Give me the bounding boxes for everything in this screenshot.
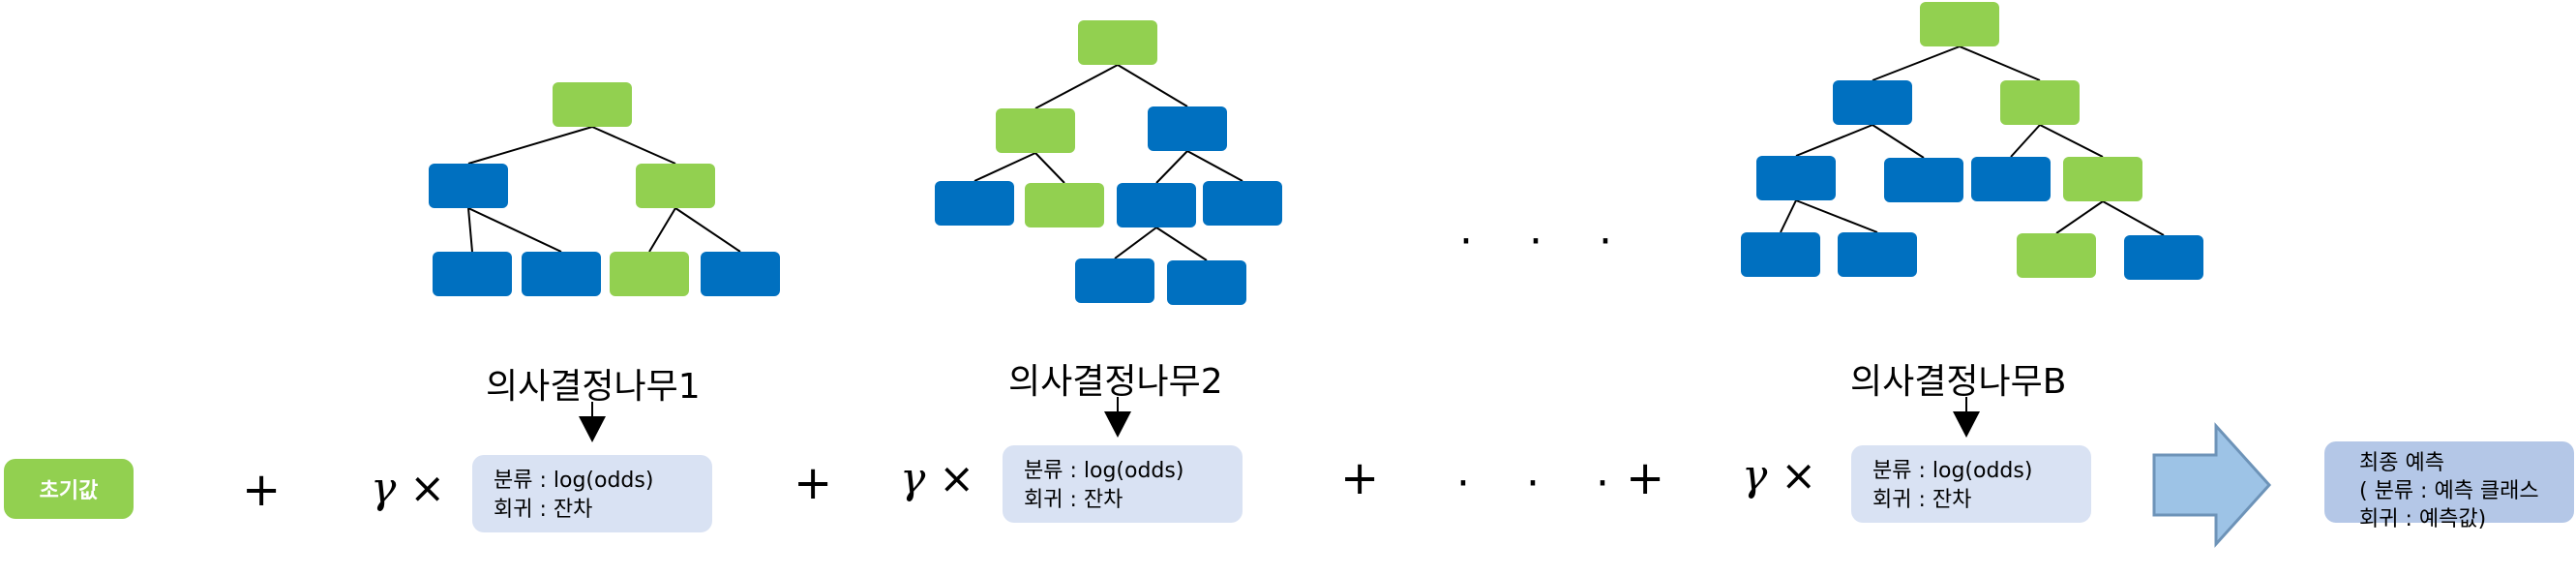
info-box-3: 분류 : log(odds) 회귀 : 잔차 [1851,445,2091,523]
tree-2-blue-node [1075,258,1154,303]
tree-1-edge [591,126,676,165]
down-arrow-3 [1953,397,1980,438]
initial-value-box: 초기값 [4,459,134,519]
plus-sign-1: + [242,463,282,517]
tree-2-edge [1114,227,1157,259]
tree-3-green-node [2000,80,2080,125]
tree-3-blue-node [1833,80,1912,125]
tree-3-green-node [2063,157,2142,201]
tree-2-edge [1155,150,1188,184]
gamma-symbol: γ [1742,451,1768,500]
tree-3-blue-node [1741,232,1820,277]
tree-3-blue-node [1971,157,2051,201]
tree-3-green-node [2017,233,2096,278]
info-box-1: 분류 : log(odds) 회귀 : 잔차 [472,455,712,532]
tree-1-edge [467,207,562,253]
tree-3-blue-node [1756,156,1836,200]
tree-2-blue-node [1203,181,1282,226]
final-line-1: ( 분류 : 예측 클래스 [2359,479,2539,503]
tree-3-green-node [1920,2,1999,46]
tree-3-edge [1872,45,1961,81]
info-regression: 회귀 : 잔차 [1872,488,1972,512]
tree-1-green-node [553,82,632,127]
info-regression: 회귀 : 잔차 [1024,488,1123,512]
final-prediction-box: 최종 예측 ( 분류 : 예측 클래스 회귀 : 예측값) [2324,441,2574,531]
info-classification: 분류 : log(odds) [1024,459,1184,483]
tree-3-edge [2055,200,2104,234]
times-symbol: × [409,464,446,513]
tree-1-blue-node [429,164,508,208]
tree-3-blue-node [1838,232,1917,277]
times-symbol: × [939,454,975,503]
ellipsis-formula: · · · [1456,459,1631,508]
info-regression: 회귀 : 잔차 [494,498,593,522]
tree-3-edge [1780,199,1797,233]
tree-1-edge [674,207,741,253]
tree-2-edge [1034,152,1065,184]
tree-2-edge [1117,64,1188,107]
tree-3-edge [1872,124,1925,159]
tree-3-edge [2010,124,2041,158]
info-classification: 분류 : log(odds) [494,469,654,493]
info-classification: 분류 : log(odds) [1872,459,2033,483]
initial-value-label: 초기값 [39,479,99,503]
tree-2-green-node [996,108,1075,153]
tree-1-blue-node [701,252,780,296]
tree-label-1: 의사결정나무1 [486,367,701,407]
tree-3-edge [2039,124,2104,158]
gamma-times-3: γ × [1742,455,1816,498]
plus-sign-3: + [1340,451,1380,505]
tree-3-edge [2102,200,2165,236]
gamma-times-2: γ × [900,458,974,500]
tree-1-edge [648,207,676,253]
final-line-2: 회귀 : 예측값) [2359,507,2487,531]
tree-label-2: 의사결정나무2 [1008,362,1223,402]
right-arrow-icon [2152,422,2272,548]
tree-1-green-node [610,252,689,296]
times-symbol: × [1781,451,1817,500]
tree-3-edge [1795,124,1873,157]
tree-1-edge [467,207,473,253]
tree-2-green-node [1078,20,1157,65]
tree-1-green-node [636,164,715,208]
tree-1-blue-node [433,252,512,296]
gamma-symbol: γ [371,464,397,513]
tree-2-edge [1155,227,1208,261]
tree-2-edge [973,152,1036,182]
tree-1-blue-node [522,252,601,296]
tree-2-edge [1034,64,1119,109]
tree-3-blue-node [2124,235,2203,280]
info-box-2: 분류 : log(odds) 회귀 : 잔차 [1003,445,1243,523]
down-arrow-2 [1104,397,1131,438]
gamma-symbol: γ [900,454,926,503]
plus-sign-4: + [1626,451,1665,505]
tree-label-b: 의사결정나무B [1850,362,2067,402]
gamma-times-1: γ × [371,468,445,510]
tree-1-edge [467,126,593,165]
tree-2-blue-node [935,181,1014,226]
ellipsis-trees: · · · [1459,217,1633,266]
plus-sign-2: + [794,456,833,510]
tree-3-edge [1959,45,2041,81]
tree-3-edge [1795,199,1878,233]
tree-2-edge [1186,150,1243,182]
tree-2-blue-node [1148,106,1227,151]
final-title: 최종 예측 [2359,451,2444,475]
tree-2-blue-node [1117,183,1196,227]
tree-2-blue-node [1167,260,1246,305]
down-arrow-1 [579,402,606,442]
tree-3-blue-node [1884,158,1963,202]
tree-2-green-node [1025,183,1104,227]
